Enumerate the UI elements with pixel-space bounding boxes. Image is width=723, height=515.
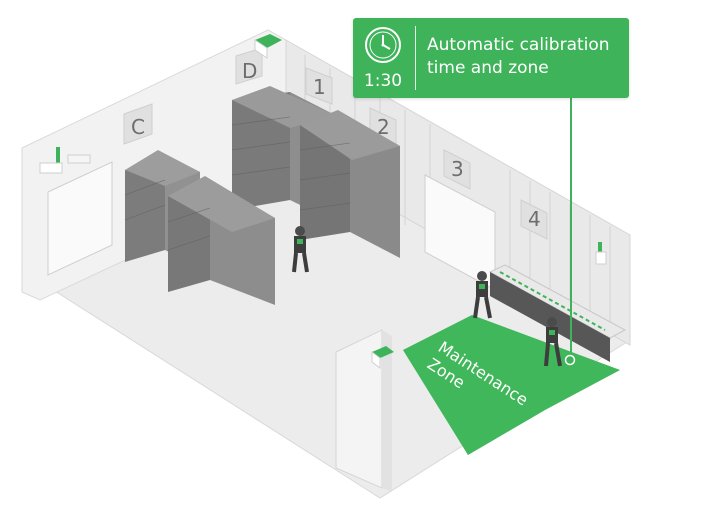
zone-label-d: D bbox=[242, 59, 257, 83]
door-c bbox=[47, 161, 113, 276]
callout-text-line-2: time and zone bbox=[427, 58, 549, 78]
callout-divider bbox=[415, 26, 416, 90]
worker-center bbox=[292, 226, 309, 273]
sensor-icon bbox=[254, 34, 282, 59]
maintenance-zone bbox=[403, 315, 620, 455]
callout-text-line-1: Automatic calibration bbox=[427, 35, 610, 55]
sensor-icon bbox=[39, 147, 91, 174]
zone-label-c: C bbox=[131, 115, 145, 139]
worker-bench-2 bbox=[544, 317, 562, 367]
zone-label-2: 2 bbox=[377, 115, 390, 139]
clock-icon bbox=[353, 18, 413, 98]
front-wall-side bbox=[382, 330, 392, 492]
crate-stack-left bbox=[125, 150, 275, 305]
zone-label-1: 1 bbox=[313, 75, 326, 99]
zone-label-3: 3 bbox=[451, 157, 464, 181]
sensor-icon bbox=[371, 346, 394, 369]
worker-bench-1 bbox=[473, 271, 492, 319]
calibration-callout: 1:30 Automatic calibration time and zone bbox=[353, 18, 629, 98]
calibration-time: 1:30 bbox=[363, 71, 403, 91]
zone-label-4: 4 bbox=[528, 207, 541, 231]
crate-stack-back bbox=[232, 86, 400, 258]
callout-pointer-dot bbox=[564, 354, 576, 366]
sensor-icon bbox=[595, 242, 607, 265]
callout-text: Automatic calibration time and zone bbox=[427, 34, 623, 80]
